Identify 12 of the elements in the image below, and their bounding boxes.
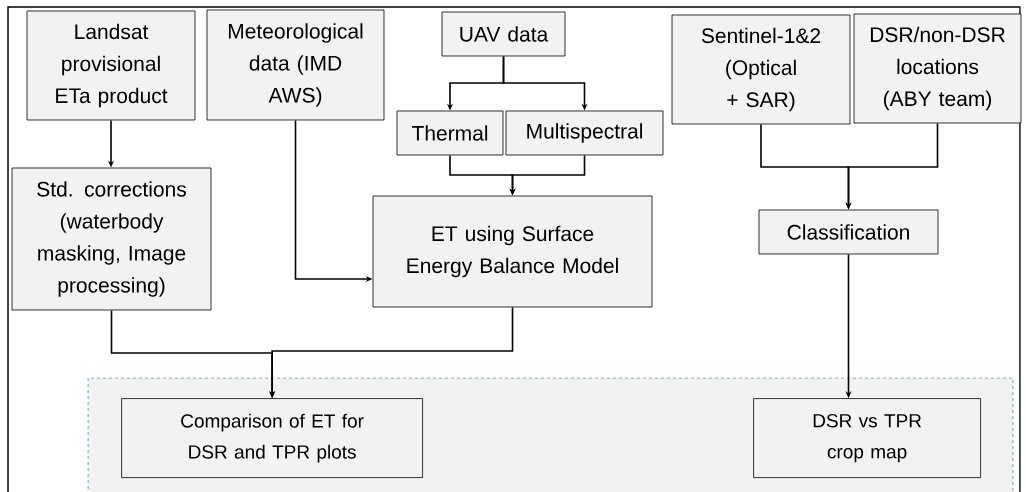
process-box: Thermal [396, 110, 504, 156]
process-box: Multispectral [505, 110, 664, 156]
process-box: Comparison of ET for DSR and TPR plots [121, 398, 423, 478]
process-box: DSR/non-DSR locations (ABY team) [853, 13, 1022, 124]
process-box: DSR vs TPR crop map [753, 398, 981, 478]
process-box: ET using Surface Energy Balance Model [372, 195, 653, 308]
process-box: Classification [758, 209, 939, 255]
process-box: Landsat provisional ETa product [26, 10, 196, 121]
process-box: Sentinel-1&2 (Optical + SAR) [671, 14, 851, 125]
process-box: Meteorological data (IMD AWS) [206, 9, 385, 121]
process-box: Std. corrections (waterbody masking, Image processing) [11, 167, 212, 311]
process-box: UAV data [441, 11, 566, 57]
